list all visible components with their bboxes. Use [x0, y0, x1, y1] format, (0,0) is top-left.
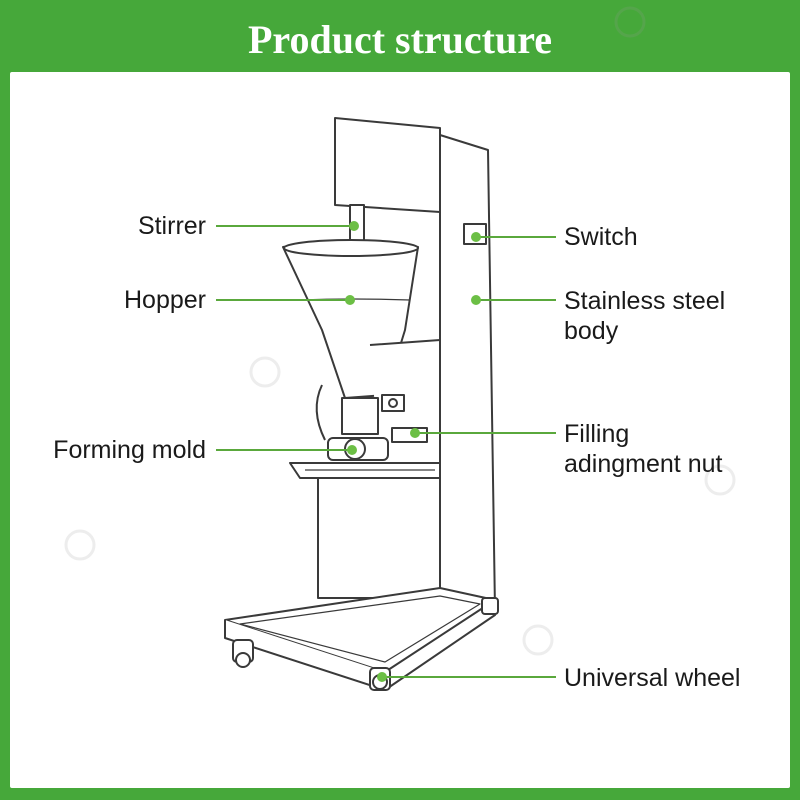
- hopper-dot: [345, 295, 355, 305]
- label-forming-mold: Forming mold: [53, 436, 206, 464]
- watermark-logos: [64, 6, 736, 656]
- label-filling-line1: Filling: [564, 420, 630, 448]
- page-title: Product structure: [247, 17, 553, 62]
- label-switch: Switch: [564, 223, 638, 251]
- forming-mold-dot: [347, 445, 357, 455]
- leader-lines: [216, 225, 556, 678]
- body-dot: [471, 295, 481, 305]
- machine-drawing: [224, 117, 499, 691]
- label-universal-wheel: Universal wheel: [564, 664, 741, 692]
- label-filling-line2: adingment nut: [564, 450, 723, 478]
- label-stirrer: Stirrer: [137, 212, 206, 240]
- callout-dots: [345, 221, 481, 682]
- wheel-dot: [377, 672, 387, 682]
- label-body-line2: body: [564, 317, 619, 345]
- filling-nut-dot: [410, 428, 420, 438]
- label-body-line1: Stainless steel: [564, 287, 726, 315]
- label-hopper: Hopper: [124, 286, 206, 314]
- stirrer-dot: [349, 221, 359, 231]
- switch-dot: [471, 232, 481, 242]
